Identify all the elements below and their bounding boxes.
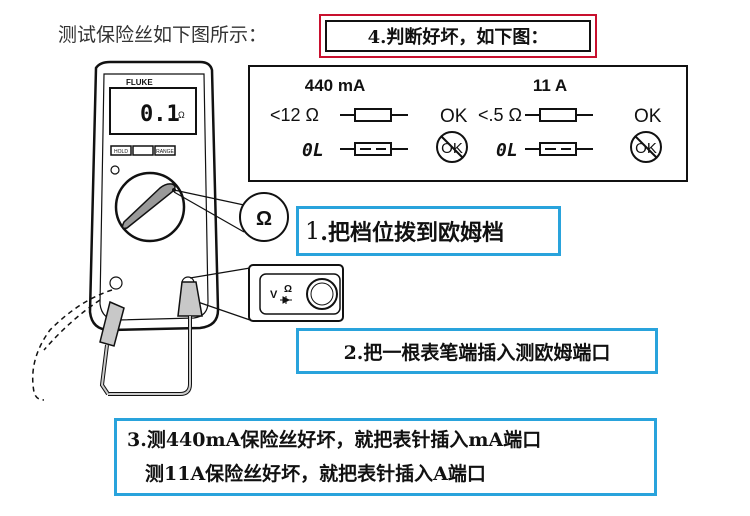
fuse-blown-icon [340,142,408,156]
step4-box: 4.判断好坏，如下图： [319,14,597,58]
display-value: 0.1 [140,102,180,127]
step3-line2: 测11A保险丝好坏，就把表针插入A端口 [145,463,486,485]
col2-ok-reading: <.5 Ω [478,105,522,125]
port-v-label: V [270,289,278,301]
ma-port [109,276,123,290]
probe-plug-right [177,281,203,317]
col2-bad-reading: 0L [496,140,518,161]
step3-line1: 3.测440mA保险丝好坏，就把表针插入mA端口 [127,429,542,451]
display-unit: Ω [178,110,185,120]
port-detail: V Ω [248,264,344,322]
ohm-symbol: Ω [256,208,272,230]
step1-number: 1 [305,217,321,245]
brand-label: FLUKE [126,78,153,87]
mode-button [132,145,154,156]
step1-callout: 1.把档位拨到欧姆档 [296,206,561,256]
meter-display [109,87,197,135]
col1-header: 440 mA [305,76,365,95]
step4-label: 4.判断好坏，如下图： [325,20,591,52]
multimeter-illustration: FLUKE 0.1 Ω HOLD RANGE Ω [31,60,289,401]
svg-text:RANGE: RANGE [156,149,174,155]
ohm-symbol-callout [239,192,289,242]
range-button [154,145,176,156]
not-ok-icon: OK [630,131,662,163]
svg-text:HOLD: HOLD [114,149,128,155]
hold-button [110,145,132,156]
step1-text: .把档位拨到欧姆档 [320,220,504,246]
step2-callout: 2.把一根表笔端插入测欧姆端口 [296,328,658,374]
intro-text: 测试保险丝如下图所示： [58,24,268,46]
probe-plug-left [99,300,125,347]
col2-header: 11 A [533,76,567,95]
step3-callout: 3.测440mA保险丝好坏，就把表针插入mA端口 测11A保险丝好坏，就把表针插… [114,418,657,496]
fuse-good-icon [340,108,408,122]
col1-bad-reading: 0L [302,140,324,161]
alternate-probe-path [31,289,113,401]
port-ohm-label: Ω [284,284,292,295]
fuse-blown-icon [525,142,593,156]
col1-ok-label: OK [440,106,468,127]
dial-pointer [121,183,176,230]
backlight-icon [110,165,120,175]
not-ok-icon: OK [436,131,468,163]
diode-icon [280,296,292,304]
col1-ok-reading: <12 Ω [270,105,319,125]
fuse-good-icon [525,108,593,122]
fuse-chart-drawing: 440 mA 11 A <12 Ω OK <.5 Ω OK 0L OK [270,76,662,163]
col2-ok-label: OK [634,106,662,127]
fuse-chart: 440 mA 11 A <12 Ω OK <.5 Ω OK 0L OK [248,65,688,182]
